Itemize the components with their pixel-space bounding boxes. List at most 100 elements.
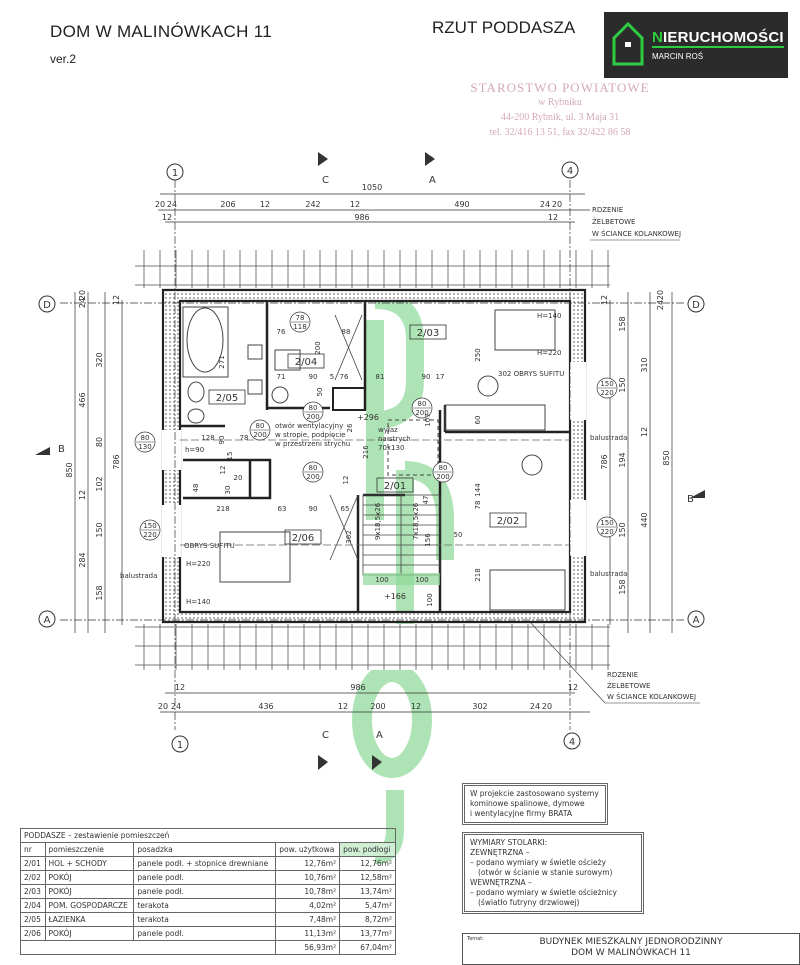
svg-text:20: 20 [234, 474, 243, 482]
agency-logo: NIERUCHOMOŚCI MARCIN ROŚ [604, 12, 788, 78]
svg-text:284: 284 [78, 552, 87, 567]
svg-text:20: 20 [552, 200, 562, 209]
right-dimensions: 158 150 194 150 158 310 12 440 850 786 2… [600, 290, 671, 595]
joinery-note: WYMIARY STOLARKI:ZEWNĘTRZNA –– podano wy… [462, 832, 644, 914]
svg-text:200: 200 [436, 473, 449, 481]
svg-text:RDZENIE: RDZENIE [607, 671, 638, 679]
staircase[interactable] [329, 314, 441, 585]
svg-text:78: 78 [240, 434, 249, 442]
svg-text:balustrada: balustrada [120, 572, 157, 580]
svg-text:h=90: h=90 [185, 446, 204, 454]
svg-text:+296: +296 [357, 413, 379, 422]
svg-text:7x18,5x26: 7x18,5x26 [412, 502, 420, 540]
bathroom-fixtures [182, 306, 301, 424]
room-label-2-03: 2/03 [417, 328, 439, 339]
svg-text:102: 102 [95, 476, 104, 491]
svg-text:302: 302 [472, 702, 487, 711]
svg-text:850: 850 [65, 462, 74, 477]
version-label: ver.2 [50, 52, 77, 66]
svg-text:24: 24 [540, 200, 550, 209]
svg-text:47: 47 [422, 496, 430, 505]
svg-text:150: 150 [600, 380, 613, 388]
svg-text:RDZENIE: RDZENIE [592, 206, 623, 214]
furniture [219, 309, 566, 611]
svg-text:158: 158 [618, 316, 627, 331]
svg-text:12: 12 [338, 702, 348, 711]
svg-text:158: 158 [618, 579, 627, 594]
svg-text:242: 242 [305, 200, 320, 209]
svg-text:80: 80 [95, 437, 104, 447]
svg-text:ŻELBETOWE: ŻELBETOWE [592, 217, 635, 226]
section-b-left: B [58, 444, 65, 455]
section-a-top: A [429, 175, 436, 186]
svg-text:12: 12 [548, 213, 558, 222]
svg-text:80: 80 [309, 404, 318, 412]
svg-text:118: 118 [293, 323, 306, 331]
window-opening-left [162, 430, 181, 470]
svg-text:150: 150 [600, 519, 613, 527]
svg-text:216: 216 [362, 445, 370, 459]
svg-text:20: 20 [155, 200, 165, 209]
svg-text:786: 786 [112, 454, 121, 469]
table-title: PODDASZE – zestawienie pomieszczeń [20, 828, 396, 843]
logo-brand: NIERUCHOMOŚCI [652, 29, 784, 48]
svg-text:90: 90 [309, 505, 318, 513]
svg-text:436: 436 [258, 702, 273, 711]
svg-text:200: 200 [370, 702, 385, 711]
svg-text:H=220: H=220 [186, 560, 211, 568]
svg-text:80: 80 [418, 400, 427, 408]
axis-1-bottom: 1 [177, 740, 183, 751]
axis-a-right: A [693, 615, 700, 626]
svg-text:107: 107 [424, 413, 432, 426]
svg-text:158: 158 [95, 585, 104, 600]
section-b-right: B [687, 494, 694, 505]
svg-text:986: 986 [354, 213, 369, 222]
svg-text:24: 24 [171, 702, 181, 711]
balcony-opening-left [162, 505, 181, 557]
svg-text:H=140: H=140 [186, 598, 211, 606]
svg-text:302 OBRYS SUFITU: 302 OBRYS SUFITU [498, 370, 564, 378]
svg-text:50: 50 [316, 388, 324, 397]
svg-text:81: 81 [376, 373, 385, 381]
svg-text:12: 12 [219, 466, 227, 475]
svg-text:63: 63 [278, 505, 287, 513]
svg-text:218: 218 [216, 505, 229, 513]
svg-text:156: 156 [424, 533, 432, 547]
svg-text:271: 271 [218, 355, 226, 368]
svg-text:200: 200 [306, 413, 319, 421]
drawing-type: RZUT PODDASZA [432, 18, 576, 37]
svg-text:70x130: 70x130 [378, 444, 404, 452]
svg-text:850: 850 [662, 450, 671, 465]
svg-text:220: 220 [600, 528, 613, 536]
svg-text:200: 200 [253, 431, 266, 439]
svg-text:78: 78 [474, 501, 482, 510]
svg-text:48: 48 [192, 484, 200, 493]
svg-text:986: 986 [350, 683, 365, 692]
svg-text:otwór wentylacyjny: otwór wentylacyjny [275, 422, 343, 430]
svg-text:220: 220 [143, 531, 156, 539]
svg-text:12: 12 [600, 295, 609, 305]
svg-text:194: 194 [618, 452, 627, 467]
svg-text:50: 50 [454, 531, 463, 539]
room-label-2-05: 2/05 [216, 393, 238, 404]
roof-tiles-bottom [135, 624, 610, 670]
svg-text:12: 12 [112, 295, 121, 305]
svg-text:H=140: H=140 [537, 312, 562, 320]
svg-text:65: 65 [341, 505, 350, 513]
svg-text:200: 200 [415, 409, 428, 417]
left-dimensions: 850 466 12 284 320 80 102 150 158 786 20… [65, 290, 121, 601]
svg-text:20: 20 [542, 702, 552, 711]
svg-text:balustrada: balustrada [590, 434, 627, 442]
room-label-2-04: 2/04 [295, 357, 317, 368]
